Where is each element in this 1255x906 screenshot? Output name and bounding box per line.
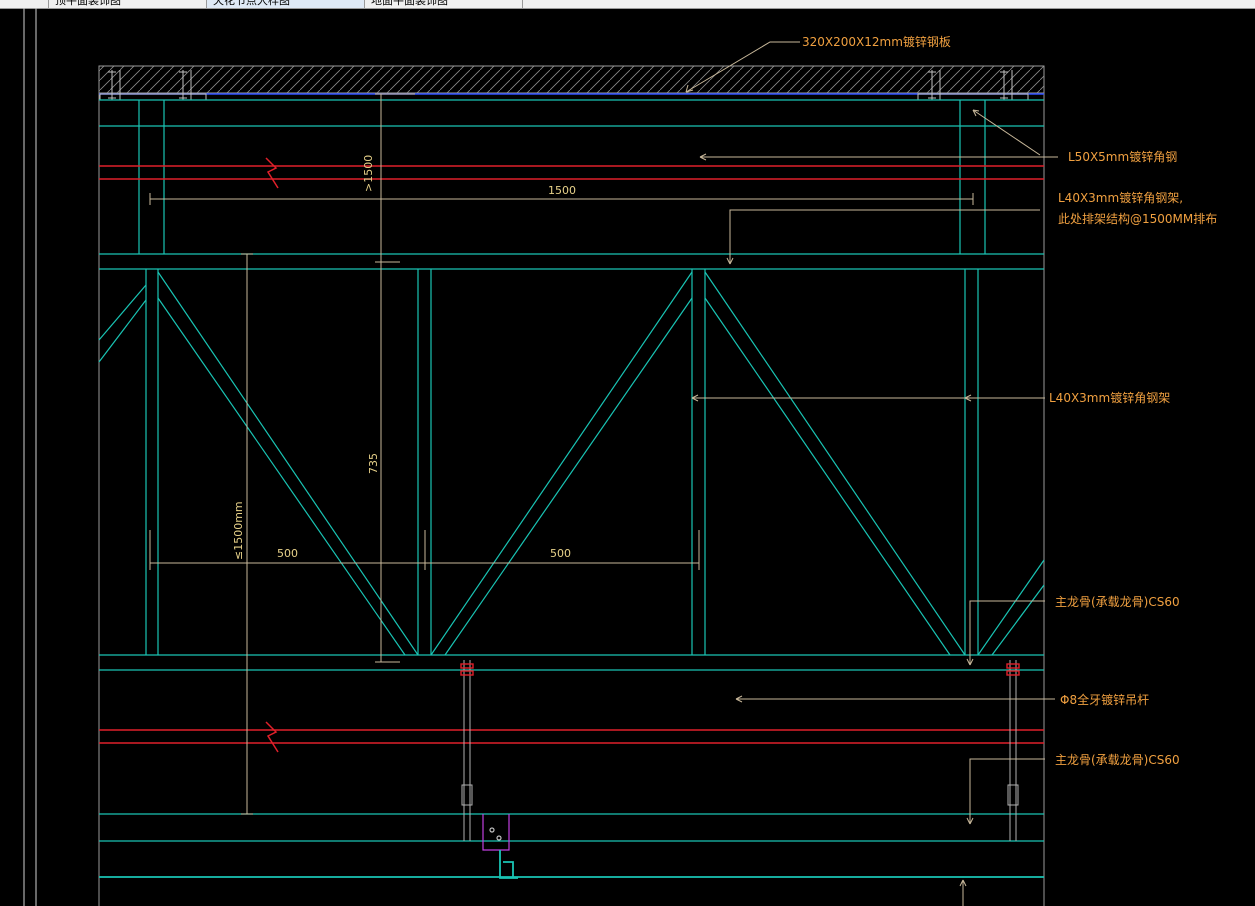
label-angle-50: L50X5mm镀锌角钢 bbox=[1068, 150, 1177, 164]
label-plate: 320X200X12mm镀锌钢板 bbox=[802, 35, 951, 49]
hanger-nuts bbox=[460, 663, 1020, 676]
label-main-keel-1: 主龙骨(承载龙骨)CS60 bbox=[1055, 595, 1180, 609]
dim-left-height: ≤1500mm bbox=[232, 501, 245, 560]
dim-top-height: >1500 bbox=[362, 155, 375, 192]
steel-frame-structure bbox=[98, 99, 1045, 878]
label-hanger-rod: Φ8全牙镀锌吊杆 bbox=[1060, 692, 1149, 707]
label-angle-40-frame-line2: 此处排架结构@1500MM排布 bbox=[1058, 211, 1217, 226]
detail-frame bbox=[98, 66, 1045, 906]
leader-lines bbox=[685, 41, 1058, 906]
dim-mid-height: 735 bbox=[367, 453, 380, 474]
drawing-tab-bar: 顶平面装饰图 天花节点大样图 地面平面装饰图 bbox=[0, 0, 1255, 9]
break-lines bbox=[99, 157, 1044, 753]
tab-floor-plan[interactable]: 地面平面装饰图 bbox=[365, 0, 523, 8]
viewport-border bbox=[23, 8, 37, 906]
tab-ceiling-plan[interactable]: 顶平面装饰图 bbox=[49, 0, 207, 8]
dim-bay-left: 500 bbox=[277, 547, 298, 560]
tab-blank[interactable] bbox=[0, 0, 49, 8]
tab-ceiling-detail[interactable]: 天花节点大样图 bbox=[207, 0, 365, 8]
label-angle-40-frame-line1: L40X3mm镀锌角钢架, bbox=[1058, 191, 1183, 205]
keel-clip bbox=[482, 814, 518, 879]
hanger-rods bbox=[461, 660, 1019, 841]
label-angle-40: L40X3mm镀锌角钢架 bbox=[1049, 391, 1170, 405]
dim-bay-right: 500 bbox=[550, 547, 571, 560]
dim-top-span: 1500 bbox=[548, 184, 576, 197]
label-main-keel-2: 主龙骨(承载龙骨)CS60 bbox=[1055, 753, 1180, 767]
concrete-slab bbox=[98, 65, 1045, 95]
dimension-lines bbox=[149, 93, 974, 815]
